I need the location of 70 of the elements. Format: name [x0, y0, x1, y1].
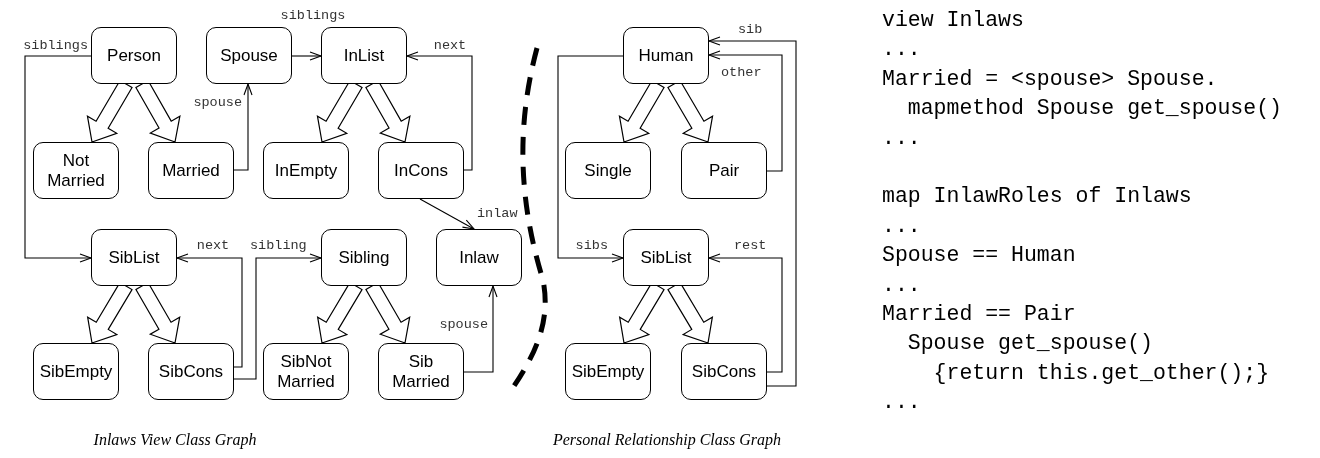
class-name: SibCons	[691, 361, 757, 382]
class-box	[206, 27, 292, 84]
edge-label: siblings	[279, 7, 347, 23]
class-box	[321, 27, 407, 84]
class-name: Not Married	[46, 150, 106, 191]
association-arrow	[176, 253, 243, 368]
class-box	[436, 229, 522, 286]
association-arrow	[708, 36, 797, 387]
class-box	[681, 343, 767, 400]
association-arrow	[291, 51, 322, 61]
class-name: Inlaw	[459, 247, 499, 268]
class-name: Single	[584, 160, 632, 181]
association-arrow	[463, 285, 498, 373]
code-line: Spouse get_spouse()	[906, 330, 1153, 356]
class-name: SibNot Married	[276, 351, 336, 392]
class-name: InCons	[394, 160, 448, 181]
association-arrow	[419, 198, 475, 230]
class-box	[623, 27, 709, 84]
association-arrow	[24, 55, 92, 263]
class-name: Pair	[708, 160, 740, 181]
class-name: Person	[107, 45, 161, 66]
class-name: SibEmpty	[39, 361, 113, 382]
code-line: ...	[882, 272, 921, 298]
class-box	[623, 229, 709, 286]
class-name: Spouse	[220, 45, 278, 66]
class-name: InEmpty	[274, 160, 338, 181]
association-arrow	[557, 55, 624, 263]
class-box	[681, 142, 767, 199]
class-name: Sib Married	[391, 351, 451, 392]
class-name: SibList	[640, 247, 692, 268]
class-name: SibEmpty	[571, 361, 645, 382]
code-line: {return this.get_other();}	[932, 360, 1270, 386]
code-line: Married = <spouse> Spouse.	[882, 66, 1218, 92]
class-name: Married	[162, 160, 220, 181]
class-box	[263, 142, 349, 199]
code-line: Married == Pair	[882, 301, 1076, 327]
association-arrow	[708, 50, 783, 172]
class-name: InList	[343, 45, 385, 66]
class-box	[91, 27, 177, 84]
edge-label: sibling	[249, 237, 308, 253]
class-name: Human	[638, 45, 694, 66]
code-line: view Inlaws	[882, 7, 1024, 33]
class-name: Sibling	[338, 247, 390, 268]
class-name: SibList	[108, 247, 160, 268]
code-line: ...	[882, 213, 921, 239]
code-line: ...	[882, 36, 921, 62]
edge-label: siblings	[22, 37, 89, 53]
class-box	[33, 343, 119, 400]
code-line: Spouse == Human	[882, 242, 1076, 268]
class-box	[565, 343, 651, 400]
graph-caption: Inlaws View Class Graph	[93, 431, 257, 449]
association-arrow	[406, 51, 473, 171]
graph-caption: Personal Relationship Class Graph	[553, 431, 781, 449]
code-line: ...	[882, 389, 921, 415]
code-line: mapmethod Spouse get_spouse()	[906, 95, 1282, 121]
code-line: map InlawRoles of Inlaws	[882, 183, 1192, 209]
class-box	[91, 229, 177, 286]
class-box	[148, 343, 234, 400]
code-line: ...	[882, 125, 921, 151]
class-box	[148, 142, 234, 199]
class-box	[565, 142, 651, 199]
class-name: SibCons	[158, 361, 224, 382]
association-arrow	[233, 253, 322, 380]
class-box	[378, 343, 464, 400]
class-box	[33, 142, 119, 199]
class-box	[378, 142, 464, 199]
association-arrow	[708, 253, 783, 373]
class-box	[321, 229, 407, 286]
class-box	[263, 343, 349, 400]
association-arrow	[233, 83, 253, 171]
